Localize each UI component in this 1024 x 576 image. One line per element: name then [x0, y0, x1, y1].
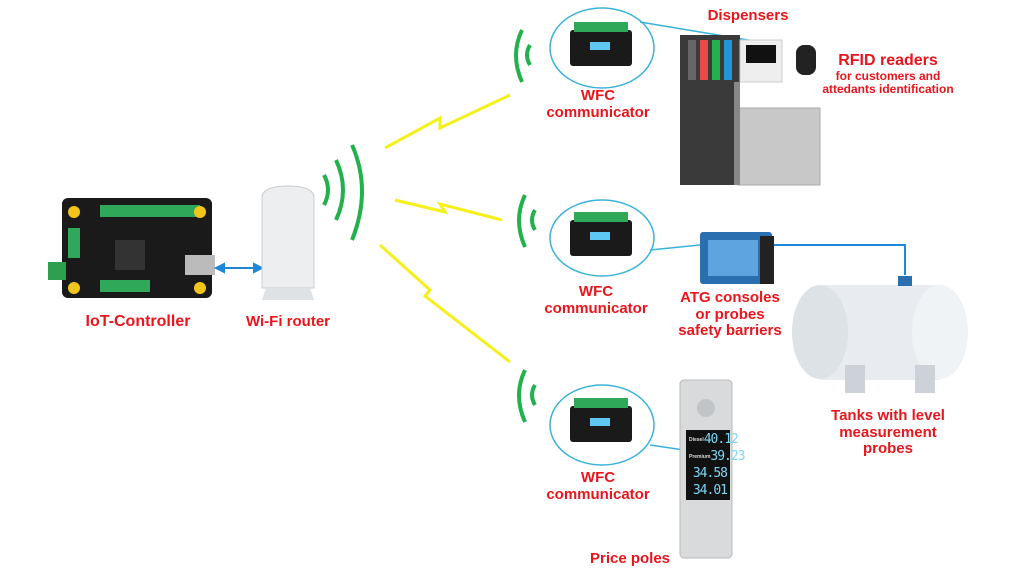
wfc-line: communicator [544, 299, 648, 317]
fuel-name: Diesel [689, 436, 704, 443]
rfid-reader-image [796, 45, 816, 75]
wfc-line: communicator [546, 103, 650, 121]
tanks-line: measurement [839, 423, 937, 441]
atg-line: or probes [695, 305, 765, 323]
price-row: 34.01 [689, 482, 728, 499]
wfc-line: WFC [580, 469, 616, 486]
wfc-line: WFC [578, 283, 614, 300]
wireless-link-bolts [378, 93, 511, 364]
wfc-line: WFC [580, 87, 616, 104]
wfc-line: communicator [546, 485, 650, 503]
fuel-price: 39.23 [710, 449, 745, 464]
tanks-line: Tanks with level [831, 407, 945, 424]
atg-line: safety barriers [678, 322, 782, 339]
atg-line: ATG consoles [680, 289, 780, 306]
iot-controller-label: IoT-Controller [85, 313, 191, 330]
tanks-line: probes [862, 440, 913, 457]
dispensers-label: Dispensers [707, 7, 789, 24]
router-label: Wi-Fi router [245, 313, 331, 330]
fuel-price: 34.01 [692, 483, 728, 498]
rfid-subtitle: attedants identification [822, 81, 954, 96]
rfid-subtitle: for customers and [835, 68, 941, 83]
rfid-title: RFID readers [838, 52, 938, 69]
controller-router-arrow [213, 262, 265, 274]
price-pole-image [679, 379, 733, 559]
dispenser-image [680, 35, 821, 186]
router-wireless-icon [322, 144, 364, 241]
fuel-price: 34.58 [692, 466, 728, 481]
price-poles-label: Price poles [589, 550, 671, 567]
wifi-router [261, 185, 315, 300]
price-row: 34.58 [689, 465, 728, 482]
atg-console-image [700, 232, 906, 284]
fuel-name: Premium [689, 453, 711, 460]
iot-controller-board [48, 198, 215, 298]
fuel-price: 40.12 [703, 432, 739, 447]
wfc-communicators [514, 7, 761, 466]
tank-image [792, 276, 968, 393]
rfid-label: RFID readers for customers and attedants… [822, 52, 953, 96]
